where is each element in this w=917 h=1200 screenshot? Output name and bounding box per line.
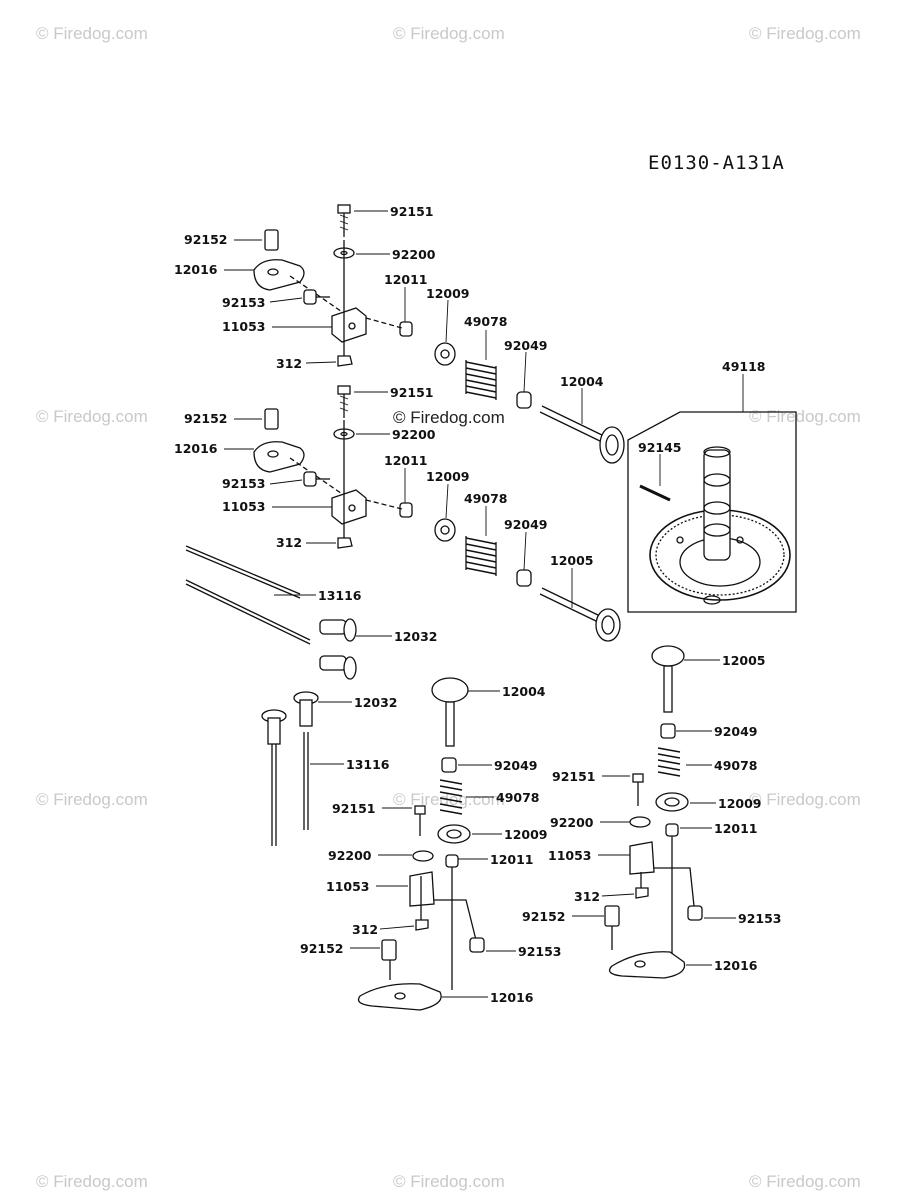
watermark-bottom-right: © Firedog.com [749, 1172, 861, 1191]
part-label: 92200 [550, 815, 594, 830]
part-label: 12011 [490, 852, 534, 867]
camshaft-assembly [627, 411, 797, 613]
part-label: 92152 [184, 411, 228, 426]
part-label: 92153 [738, 911, 782, 926]
part-label: 12016 [490, 990, 534, 1005]
pushrods-tappets [185, 545, 357, 846]
part-label: 92049 [504, 517, 548, 532]
part-label: 92153 [222, 295, 266, 310]
part-label: 92151 [332, 801, 376, 816]
watermark-low-right: © Firedog.com [749, 790, 861, 809]
part-label: 92152 [522, 909, 566, 924]
callout-labels: 92151 92152 92200 12016 12011 12009 9215… [174, 204, 782, 1005]
part-label: 12009 [426, 469, 470, 484]
part-label: 312 [352, 922, 378, 937]
watermark-low-left: © Firedog.com [36, 790, 148, 809]
watermark-center: © Firedog.com [393, 408, 505, 427]
part-label: 12032 [354, 695, 398, 710]
part-label: 92153 [222, 476, 266, 491]
part-label: 92200 [328, 848, 372, 863]
leader-lines [224, 210, 744, 998]
part-label: 12005 [550, 553, 594, 568]
valve-group-right [604, 645, 703, 979]
part-label: 92049 [504, 338, 548, 353]
part-label: 12011 [384, 453, 428, 468]
part-label: 12016 [174, 441, 218, 456]
part-label: 12011 [384, 272, 428, 287]
part-label: 11053 [222, 499, 266, 514]
part-label: 11053 [548, 848, 592, 863]
part-label: 92152 [184, 232, 228, 247]
watermark-top-right: © Firedog.com [749, 24, 861, 43]
part-label: 12004 [502, 684, 546, 699]
watermark-mid-left: © Firedog.com [36, 407, 148, 426]
part-label: 11053 [326, 879, 370, 894]
part-label: 92049 [714, 724, 758, 739]
watermark-top-center: © Firedog.com [393, 24, 505, 43]
part-label: 12009 [426, 286, 470, 301]
part-label: 49078 [496, 790, 540, 805]
part-label: 12016 [714, 958, 758, 973]
watermark-bottom-center: © Firedog.com [393, 1172, 505, 1191]
part-label: 12011 [714, 821, 758, 836]
part-label: 49078 [714, 758, 758, 773]
rocker-assembly-lower [253, 385, 621, 642]
part-label: 12009 [504, 827, 548, 842]
diagram-code: E0130-A131A [648, 152, 785, 174]
part-label: 12009 [718, 796, 762, 811]
part-label: 92152 [300, 941, 344, 956]
watermark-top-left: © Firedog.com [36, 24, 148, 43]
part-label: 13116 [346, 757, 390, 772]
part-label: 12016 [174, 262, 218, 277]
part-label: 92200 [392, 427, 436, 442]
part-label: 13116 [318, 588, 362, 603]
part-label: 92200 [392, 247, 436, 262]
part-label: 12032 [394, 629, 438, 644]
part-label: 92151 [390, 204, 434, 219]
part-label: 312 [276, 356, 302, 371]
part-label: 92145 [638, 440, 682, 455]
part-label: 312 [574, 889, 600, 904]
part-label: 11053 [222, 319, 266, 334]
part-label: 49118 [722, 359, 766, 374]
part-label: 12004 [560, 374, 604, 389]
part-label: 92153 [518, 944, 562, 959]
watermark-bottom-left: © Firedog.com [36, 1172, 148, 1191]
part-label: 49078 [464, 491, 508, 506]
part-label: 12005 [722, 653, 766, 668]
part-label: 92151 [552, 769, 596, 784]
part-label: 92151 [390, 385, 434, 400]
part-label: 312 [276, 535, 302, 550]
part-label: 92049 [494, 758, 538, 773]
rocker-assembly-upper [253, 204, 625, 464]
valve-group-center [357, 677, 485, 1011]
part-label: 49078 [464, 314, 508, 329]
